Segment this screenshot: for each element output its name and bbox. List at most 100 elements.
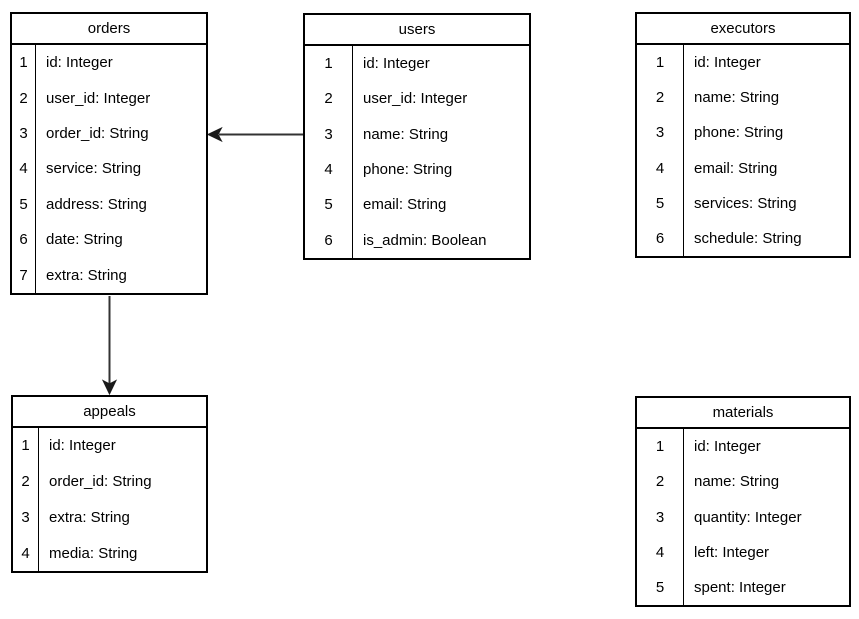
field-label: media: String [49,544,138,562]
field-label: extra: String [46,266,127,284]
field-row: 3 phone: String [637,115,849,151]
field-row: 2 user_id: Integer [305,81,529,117]
field-index: 4 [637,534,684,570]
field-index: 4 [637,150,684,186]
field-index: 2 [637,80,684,116]
field-row: 1 id: Integer [12,45,206,81]
field-label: email: String [694,159,778,177]
field-index: 5 [637,569,684,606]
table-title-orders: orders [12,14,206,45]
field-index: 4 [12,151,36,187]
field-index: 7 [12,257,36,293]
field-row: 6 date: String [12,222,206,258]
field-index: 5 [637,185,684,221]
field-label: order_id: String [46,125,149,143]
field-index: 1 [12,45,36,81]
field-row: 5 address: String [12,186,206,223]
field-row: 4 phone: String [305,151,529,188]
field-label: user_id: Integer [46,89,151,107]
table-body-users: 1 id: Integer 2 user_id: Integer 3 name:… [305,46,529,258]
field-label: schedule: String [694,229,802,247]
field-row: 3 name: String [305,116,529,152]
field-label: id: Integer [694,54,761,72]
field-row: 1 id: Integer [305,46,529,82]
field-label: name: String [363,125,449,143]
field-index: 2 [305,81,353,117]
field-label: id: Integer [49,437,116,455]
field-index: 4 [13,535,39,571]
field-row: 6 is_admin: Boolean [305,222,529,258]
field-row: 3 extra: String [13,499,206,536]
field-row: 1 id: Integer [637,45,849,81]
field-index: 4 [305,151,353,188]
field-row: 1 id: Integer [13,428,206,464]
table-title-appeals: appeals [13,397,206,428]
field-label: id: Integer [363,55,430,73]
field-label: is_admin: Boolean [363,231,487,249]
arrowhead-left-icon [206,126,223,143]
table-title-materials: materials [637,398,849,429]
field-index: 3 [637,499,684,535]
field-index: 3 [305,116,353,152]
field-index: 1 [13,428,39,464]
field-label: services: String [694,194,797,212]
entity-table-users[interactable]: users 1 id: Integer 2 user_id: Integer 3… [303,13,531,260]
arrowhead-down-icon [101,379,118,396]
entity-table-appeals[interactable]: appeals 1 id: Integer 2 order_id: String… [11,395,208,573]
table-body-appeals: 1 id: Integer 2 order_id: String 3 extra… [13,428,206,571]
table-title-executors: executors [637,14,849,45]
field-row: 2 name: String [637,80,849,116]
edge-users-to-orders[interactable] [206,126,303,143]
field-label: id: Integer [46,54,113,72]
field-label: date: String [46,231,123,249]
field-index: 5 [305,187,353,223]
field-row: 3 order_id: String [12,115,206,152]
field-index: 1 [637,45,684,81]
field-row: 5 services: String [637,185,849,221]
field-row: 4 media: String [13,535,206,571]
field-label: left: Integer [694,543,770,561]
field-index: 2 [637,464,684,500]
field-row: 4 left: Integer [637,534,849,570]
entity-table-orders[interactable]: orders 1 id: Integer 2 user_id: Integer … [10,12,208,295]
field-index: 2 [12,80,36,116]
field-row: 6 schedule: String [637,220,849,257]
field-index: 3 [12,115,36,152]
entity-table-executors[interactable]: executors 1 id: Integer 2 name: String 3… [635,12,851,258]
field-index: 6 [637,220,684,257]
table-title-users: users [305,15,529,46]
field-label: email: String [363,196,447,214]
entity-table-materials[interactable]: materials 1 id: Integer 2 name: String 3… [635,396,851,607]
field-row: 3 quantity: Integer [637,499,849,535]
field-label: phone: String [363,161,453,179]
field-index: 5 [12,186,36,223]
field-label: quantity: Integer [694,508,802,526]
field-index: 2 [13,463,39,500]
table-body-materials: 1 id: Integer 2 name: String 3 quantity:… [637,429,849,606]
field-row: 4 email: String [637,150,849,186]
field-label: spent: Integer [694,578,786,596]
field-label: name: String [694,89,780,107]
field-label: id: Integer [694,438,761,456]
field-label: phone: String [694,124,784,142]
field-index: 3 [13,499,39,536]
field-row: 5 spent: Integer [637,569,849,606]
field-row: 2 order_id: String [13,463,206,500]
field-label: name: String [694,473,780,491]
field-label: extra: String [49,508,130,526]
edge-orders-to-appeals[interactable] [101,296,118,396]
field-row: 4 service: String [12,151,206,187]
field-row: 7 extra: String [12,257,206,293]
table-body-orders: 1 id: Integer 2 user_id: Integer 3 order… [12,45,206,293]
field-label: user_id: Integer [363,90,468,108]
field-index: 3 [637,115,684,151]
field-label: order_id: String [49,473,152,491]
field-label: address: String [46,195,147,213]
field-index: 1 [305,46,353,82]
field-label: service: String [46,160,142,178]
field-row: 2 name: String [637,464,849,500]
field-row: 2 user_id: Integer [12,80,206,116]
field-index: 1 [637,429,684,465]
